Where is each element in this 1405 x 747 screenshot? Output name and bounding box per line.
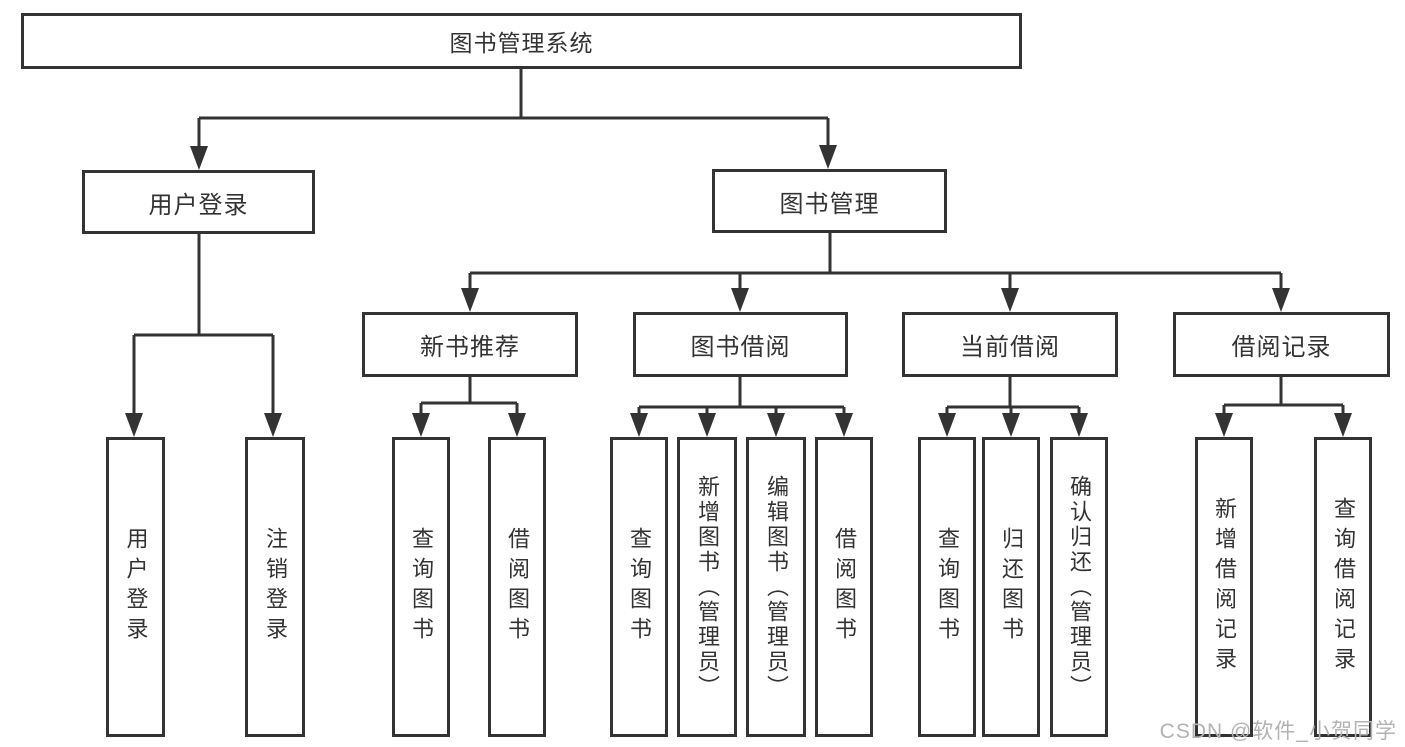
arrow-down-icon xyxy=(819,145,837,169)
node-label: 图书管理系统 xyxy=(449,30,594,56)
connector-current-borrow xyxy=(945,377,1081,418)
arrow-down-icon xyxy=(767,413,785,437)
connector-book-borrow xyxy=(637,377,846,418)
arrow-down-icon xyxy=(1334,413,1352,437)
node-new-book-recommend: 新书推荐 xyxy=(362,312,578,377)
arrow-down-icon xyxy=(835,413,853,437)
leaf-logout-login: 注销登录 xyxy=(245,437,305,737)
connector-root xyxy=(197,68,830,150)
arrow-down-icon xyxy=(1070,413,1088,437)
arrow-down-icon xyxy=(508,413,526,437)
arrow-down-icon xyxy=(1002,413,1020,437)
csdn-watermark: CSDN @软件_小贺同学 xyxy=(1159,720,1397,743)
arrow-down-icon xyxy=(264,413,282,437)
node-label: 新书推荐 xyxy=(420,334,520,361)
arrow-down-icon xyxy=(412,413,430,437)
connector-book-management xyxy=(468,232,1283,293)
leaf-label: 查询借阅记录 xyxy=(1331,497,1356,677)
arrow-down-icon xyxy=(938,413,956,437)
leaf-label: 新增图书（管理员） xyxy=(695,474,720,700)
leaf-add-book-admin: 新增图书（管理员） xyxy=(677,437,737,737)
arrow-down-icon xyxy=(630,413,648,437)
leaf-confirm-return-admin: 确认归还（管理员） xyxy=(1050,437,1108,737)
leaf-borrow-book-newbook: 借阅图书 xyxy=(488,437,546,737)
node-book-management: 图书管理 xyxy=(712,169,947,233)
node-label: 借阅记录 xyxy=(1231,334,1332,361)
node-label: 当前借阅 xyxy=(960,334,1060,361)
leaf-label: 确认归还（管理员） xyxy=(1067,474,1092,700)
arrow-down-icon xyxy=(461,288,479,312)
arrow-down-icon xyxy=(731,288,749,312)
leaf-label: 查询图书 xyxy=(627,527,652,647)
arrow-down-icon xyxy=(1001,288,1019,312)
arrow-down-icon xyxy=(1215,413,1233,437)
connector-user-login xyxy=(132,233,275,418)
leaf-user-login: 用户登录 xyxy=(106,437,165,737)
node-root-system: 图书管理系统 xyxy=(21,13,1022,69)
node-label: 用户登录 xyxy=(148,191,249,219)
leaf-label: 编辑图书（管理员） xyxy=(764,474,789,700)
leaf-borrow-book: 借阅图书 xyxy=(815,437,873,737)
connector-new-book xyxy=(419,377,519,418)
leaf-label: 归还图书 xyxy=(999,527,1024,647)
leaf-label: 查询图书 xyxy=(409,527,434,647)
arrow-down-icon xyxy=(125,413,143,437)
leaf-label: 注销登录 xyxy=(263,527,288,647)
leaf-label: 查询图书 xyxy=(935,527,960,647)
arrow-down-icon xyxy=(1272,288,1290,312)
leaf-label: 借阅图书 xyxy=(832,527,857,647)
leaf-query-book-newbook: 查询图书 xyxy=(392,437,450,737)
node-borrow-records: 借阅记录 xyxy=(1173,312,1390,377)
connector-borrow-record xyxy=(1222,377,1345,418)
node-label: 图书借阅 xyxy=(690,334,791,361)
arrow-down-icon xyxy=(698,413,716,437)
node-book-borrow: 图书借阅 xyxy=(633,312,848,377)
node-current-borrow: 当前借阅 xyxy=(902,312,1118,377)
node-label: 图书管理 xyxy=(779,190,880,218)
leaf-return-book: 归还图书 xyxy=(982,437,1040,737)
arrow-down-icon xyxy=(190,146,208,170)
leaf-label: 用户登录 xyxy=(123,527,149,647)
leaf-label: 新增借阅记录 xyxy=(1212,497,1237,677)
leaf-edit-book-admin: 编辑图书（管理员） xyxy=(746,437,806,737)
leaf-add-borrow-record: 新增借阅记录 xyxy=(1195,437,1253,737)
leaf-query-borrow-record: 查询借阅记录 xyxy=(1314,437,1372,737)
leaf-query-book-borrow: 查询图书 xyxy=(610,437,668,737)
leaf-label: 借阅图书 xyxy=(505,527,530,647)
leaf-query-book-current: 查询图书 xyxy=(918,437,976,737)
node-user-login: 用户登录 xyxy=(82,170,315,234)
